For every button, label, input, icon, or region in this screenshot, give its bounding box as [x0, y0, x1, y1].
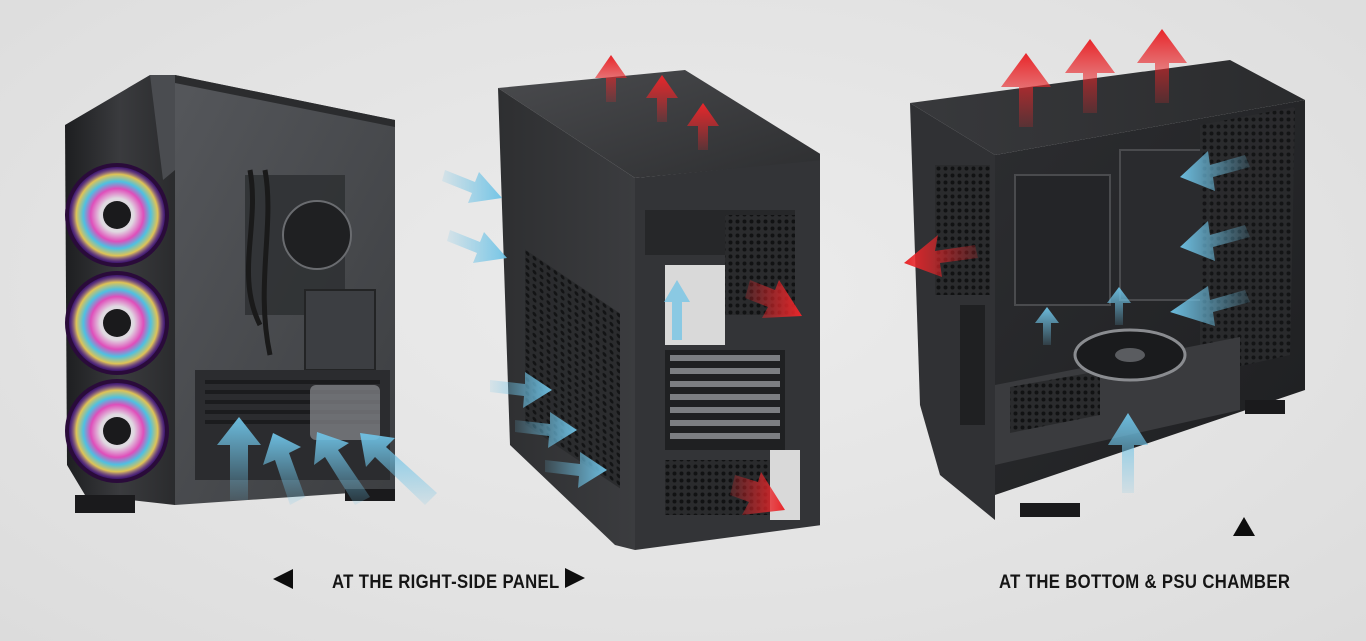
triangle-left-icon[interactable]	[271, 568, 295, 590]
triangle-up-icon[interactable]	[1232, 515, 1256, 537]
caption-bottom-psu-chamber: AT THE BOTTOM & PSU CHAMBER	[999, 572, 1291, 593]
case-psu-chamber-view-image	[904, 29, 1305, 520]
case-front-view-image	[65, 75, 437, 513]
triangle-right-icon[interactable]	[563, 567, 587, 589]
caption-right-side-panel: AT THE RIGHT-SIDE PANEL	[332, 572, 560, 593]
case-right-side-view-image	[442, 55, 820, 550]
